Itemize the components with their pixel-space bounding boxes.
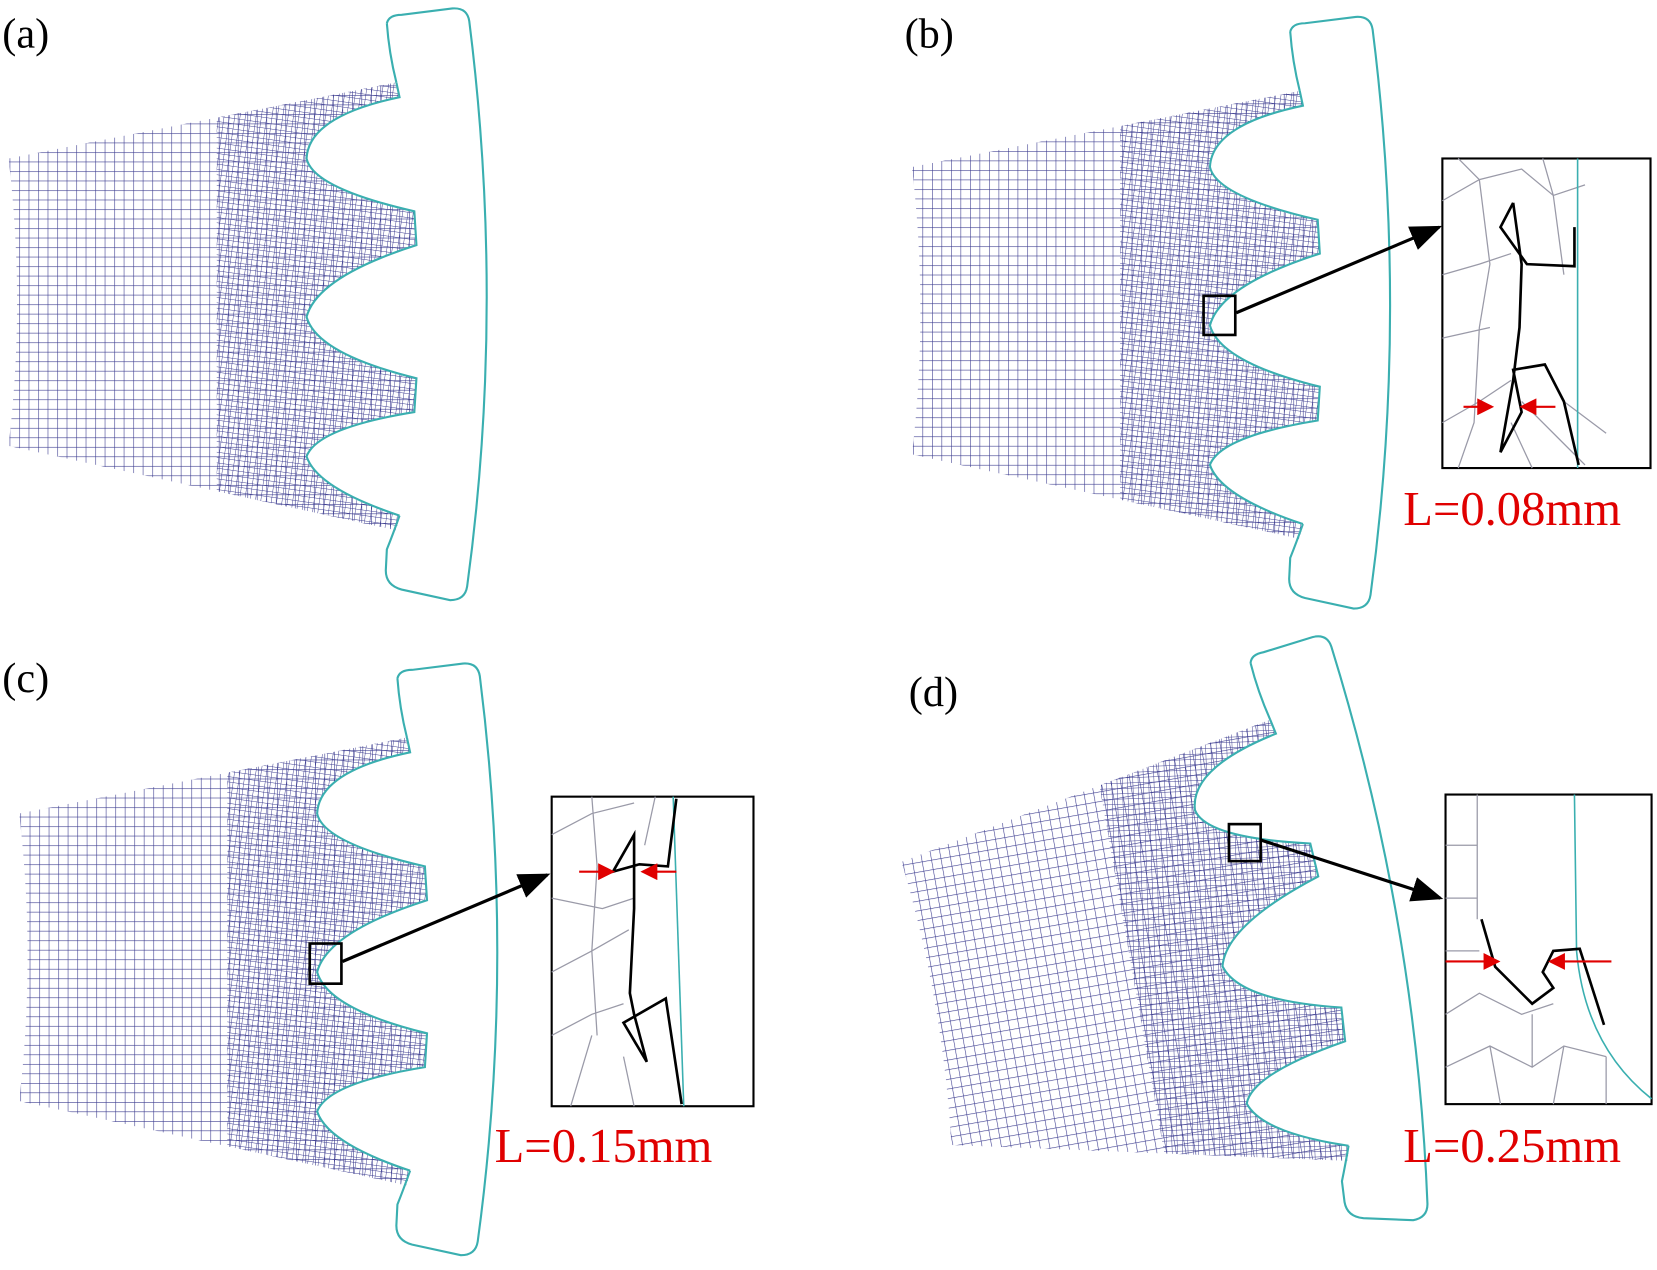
gear-mesh (9, 82, 417, 530)
panel-label: (b) (905, 11, 954, 58)
gear-mesh (888, 716, 1367, 1228)
ring-gear-outline (384, 7, 488, 602)
crack-path (1499, 202, 1580, 466)
crack-path (1480, 918, 1606, 1026)
zoom-region-box (1227, 822, 1262, 863)
crack-face-upper (1498, 202, 1576, 268)
panel-label: (d) (909, 669, 958, 716)
panel-c: (c) L=0.15mm (2, 655, 755, 1257)
zoom-arrow (1235, 225, 1443, 315)
inset-b (1441, 157, 1652, 470)
gap-length-label: L=0.25mm (1403, 1119, 1621, 1173)
ring-gear-outline (395, 662, 499, 1257)
gap-length-label: L=0.15mm (495, 1119, 713, 1173)
gear-mesh (19, 737, 427, 1185)
panel-d: (d) L=0.25mm (875, 630, 1653, 1233)
panel-label: (a) (2, 11, 49, 58)
gap-length-label: L=0.08mm (1403, 482, 1621, 536)
zoom-arrow (1260, 838, 1444, 902)
panel-b: (b) L=0.08mm (905, 11, 1652, 610)
panel-label: (c) (2, 655, 49, 702)
zoom-region-box (1202, 294, 1237, 337)
panel-a: (a) (2, 7, 488, 602)
ring-gear-outline (1288, 15, 1392, 610)
zoom-arrow (341, 873, 551, 963)
zoom-region-box (308, 942, 343, 985)
inset-d (1444, 793, 1653, 1106)
gear-mesh (912, 91, 1320, 539)
inset-c (550, 795, 755, 1108)
